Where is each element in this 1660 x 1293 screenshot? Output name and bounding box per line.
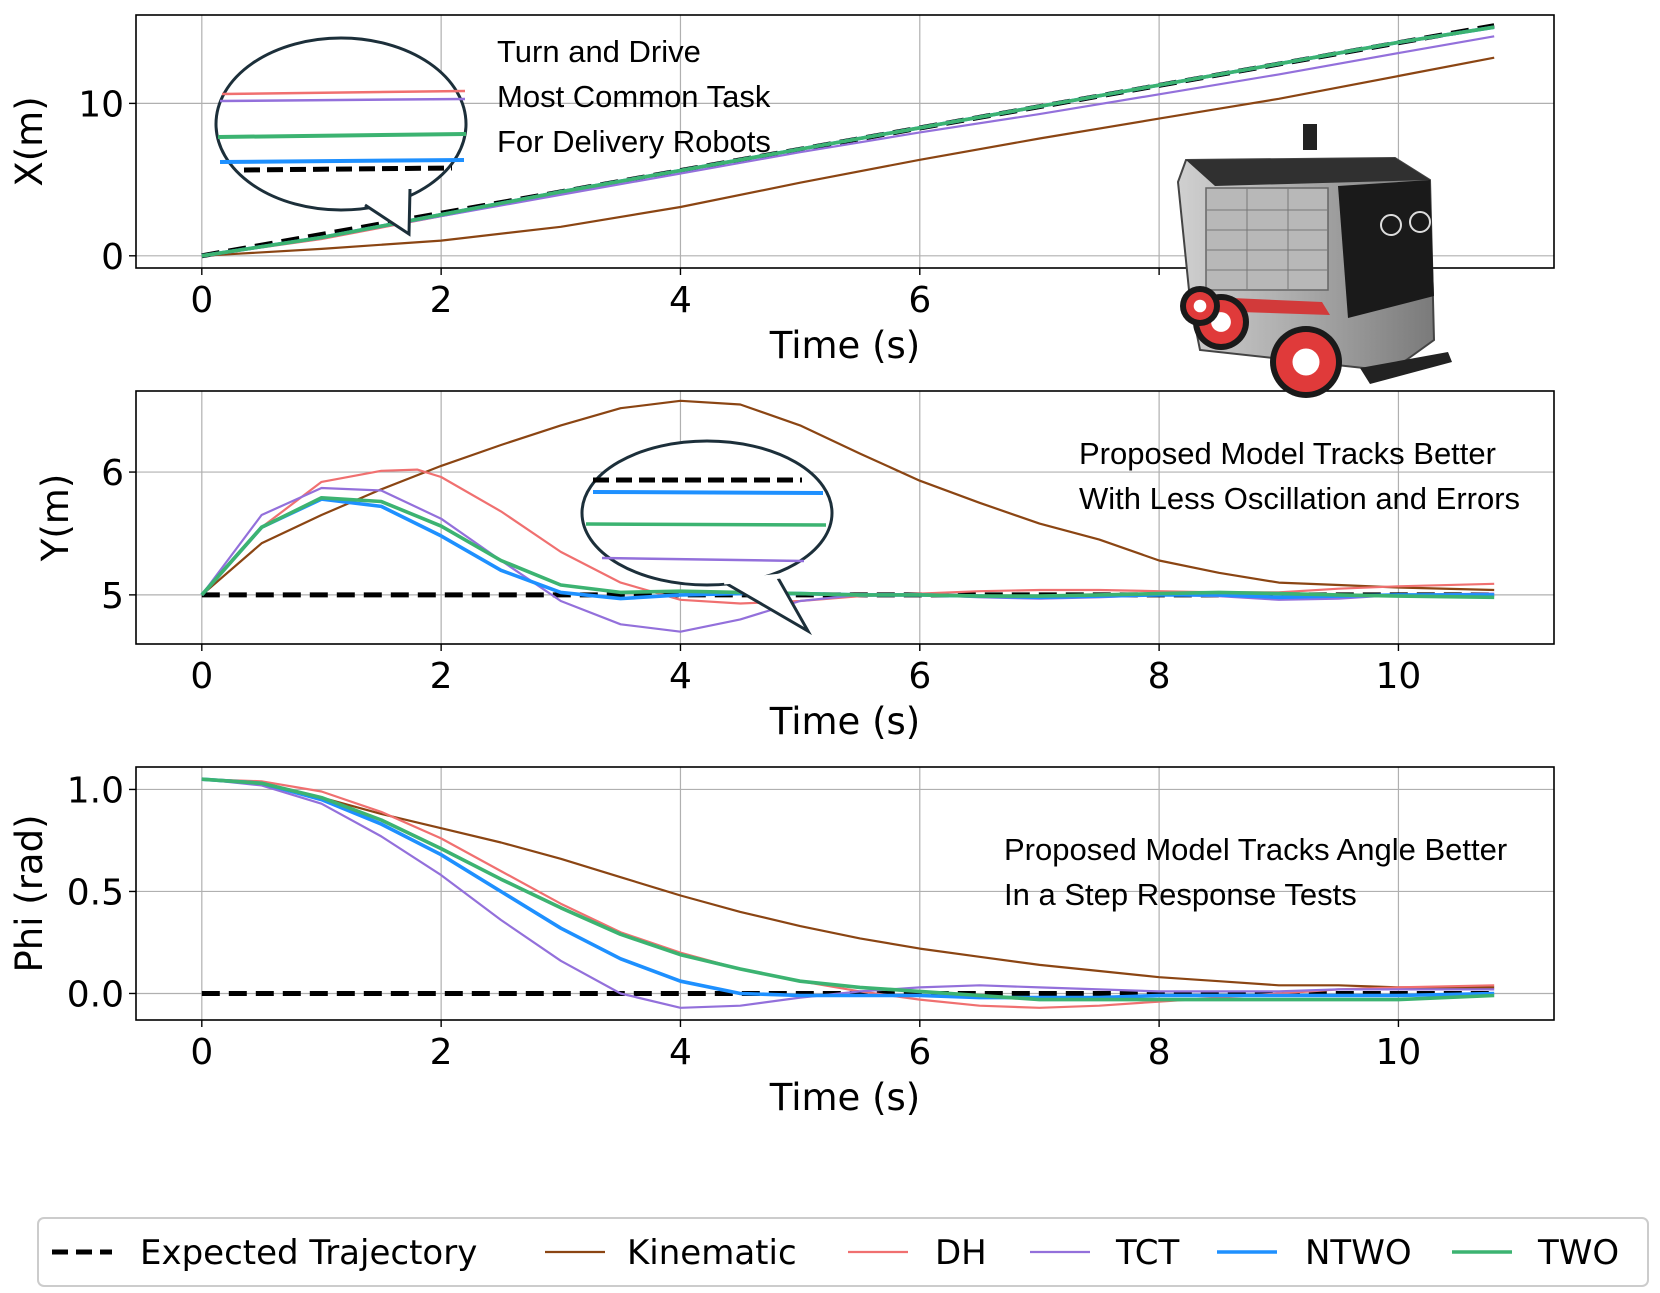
- x-tick-label: 6: [908, 1032, 931, 1073]
- legend-item-two: TWO: [1452, 1233, 1619, 1273]
- series-line-kinematic: [201, 778, 1495, 989]
- x-tick-label: 4: [669, 1032, 692, 1073]
- series-line-kinematic: [201, 56, 1495, 257]
- axes-frame: [135, 390, 1555, 645]
- x-tick-label: 8: [1148, 656, 1171, 697]
- legend-item-kinematic: Kinematic: [545, 1233, 797, 1273]
- x-tick-label: 2: [430, 656, 453, 697]
- x-tick-label: 2: [430, 280, 453, 321]
- series-line-kinematic: [201, 399, 1495, 596]
- series-line-two: [201, 777, 1495, 1002]
- zoom-line-two: [217, 132, 467, 139]
- legend-item-dh: DH: [848, 1233, 987, 1273]
- y-tick-label: 1.0: [67, 770, 124, 811]
- x-tick-label: 2: [430, 1032, 453, 1073]
- y-tick-label: 5: [101, 576, 124, 617]
- x-axis-label: Time (s): [769, 700, 920, 743]
- delivery-robot-image: [1176, 124, 1452, 398]
- series-line-two: [200, 495, 1495, 600]
- zoom-line-tct: [219, 97, 466, 103]
- x-tick-label: 4: [669, 656, 692, 697]
- legend-item-ntwo: NTWO: [1217, 1233, 1412, 1273]
- axes-frame: [135, 14, 1555, 269]
- legend-item-expected: Expected Trajectory: [52, 1233, 477, 1273]
- y-tick-label: 10: [78, 84, 124, 125]
- y-axis-label: Y(m): [34, 474, 77, 563]
- series-line-tct: [200, 486, 1495, 633]
- x-tick-label: 8: [1148, 1032, 1171, 1073]
- x-tick-label: 4: [669, 280, 692, 321]
- zoom-line-tct: [601, 556, 805, 563]
- legend-label: TCT: [1115, 1233, 1180, 1273]
- legend-box: [37, 1217, 1649, 1287]
- x-tick-label: 0: [190, 1032, 213, 1073]
- panel-x: 024610010Time (s)X(m)Turn and DriveMost …: [8, 14, 1555, 367]
- legend-label: DH: [935, 1233, 987, 1273]
- x-tick-label: 6: [908, 280, 931, 321]
- zoom-line-expected: [243, 165, 453, 173]
- y-tick-label: 0: [101, 237, 124, 278]
- zoom-line-dh: [221, 89, 466, 96]
- zoom-bubble-x: [214, 36, 468, 237]
- series-line-ntwo: [201, 777, 1495, 1000]
- legend-label: Kinematic: [627, 1233, 797, 1273]
- x-tick-label: 10: [1376, 656, 1422, 697]
- x-axis-label: Time (s): [769, 324, 920, 367]
- y-axis-label: X(m): [8, 96, 51, 186]
- legend-label: Expected Trajectory: [140, 1233, 477, 1273]
- zoom-bubble-y: [580, 439, 834, 636]
- x-tick-label: 6: [908, 656, 931, 697]
- x-tick-label: 0: [190, 280, 213, 321]
- axes-frame: [135, 766, 1555, 1021]
- x-tick-label: 10: [1376, 1032, 1422, 1073]
- y-axis-label: Phi (rad): [8, 814, 51, 972]
- y-tick-label: 6: [101, 453, 124, 494]
- y-tick-label: 0.0: [67, 974, 124, 1015]
- legend-label: NTWO: [1305, 1233, 1412, 1273]
- y-tick-label: 0.5: [67, 872, 124, 913]
- x-tick-label: 0: [190, 656, 213, 697]
- x-axis-label: Time (s): [769, 1076, 920, 1119]
- zoom-line-ntwo: [592, 490, 824, 495]
- zoom-line-two: [585, 522, 827, 527]
- legend-item-tct: TCT: [1030, 1233, 1180, 1273]
- legend-label: TWO: [1537, 1233, 1619, 1273]
- zoom-line-ntwo: [219, 158, 465, 164]
- series-line-two: [201, 25, 1495, 258]
